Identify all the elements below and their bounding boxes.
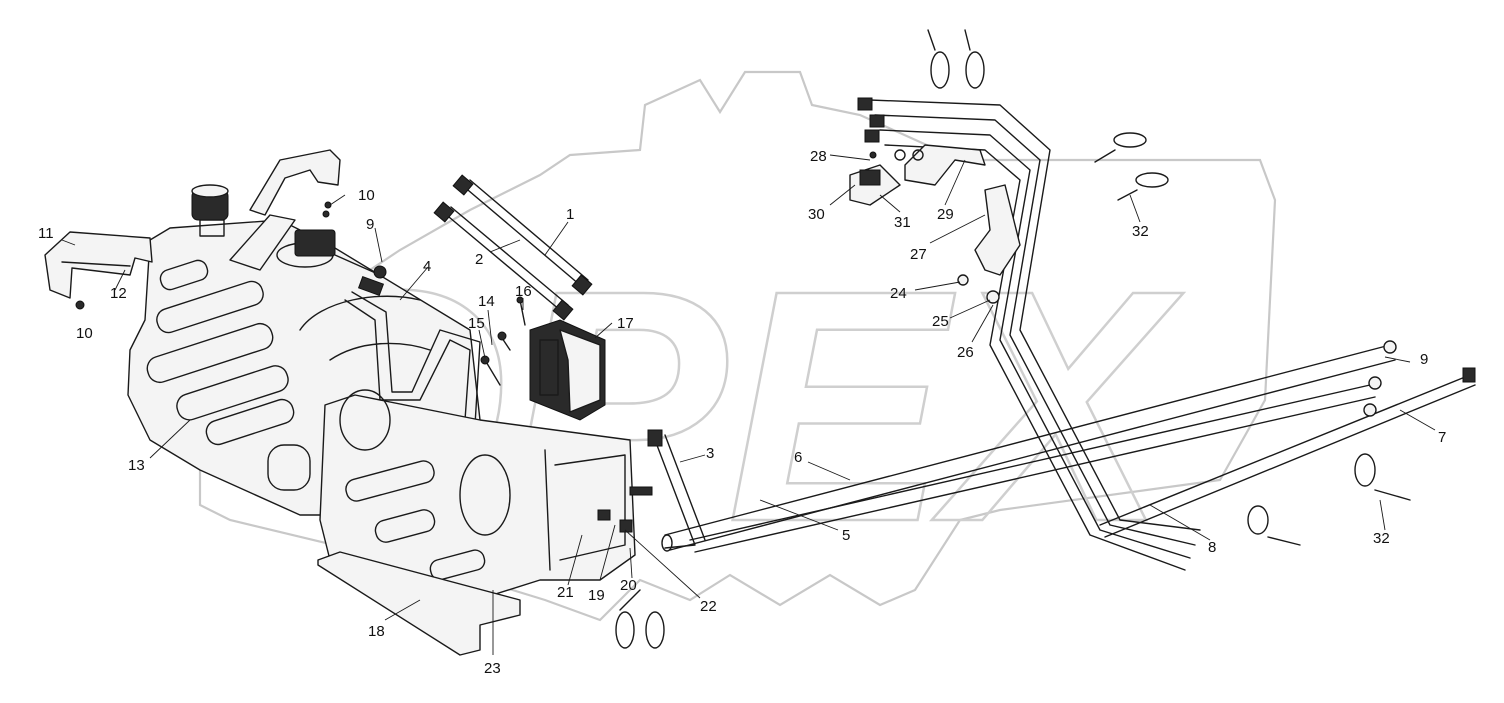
nut-24: [957, 274, 969, 286]
valve-30-31: [849, 164, 901, 206]
hose-1: [452, 174, 593, 296]
callout-labels: 1 2 3 4 5 6 7 8 9 9 10 10 11 12 13 14 15…: [38, 148, 1446, 677]
bracket-23: [319, 389, 653, 611]
tank-handle: [229, 149, 341, 271]
callout-14: 14: [478, 293, 495, 310]
callout-8: 8: [1208, 539, 1216, 556]
clamps-9-right: [1363, 340, 1397, 417]
filter-17: [529, 319, 606, 421]
hose-4: [344, 291, 481, 426]
base-plate-18: [317, 551, 521, 656]
strap-assembly: [44, 231, 153, 310]
pipe-7: [1099, 367, 1476, 538]
callout-32-top: 32: [1132, 223, 1149, 240]
callout-16: 16: [515, 283, 532, 300]
callout-27: 27: [910, 246, 927, 263]
callout-1: 1: [566, 206, 574, 223]
callout-11: 11: [38, 225, 54, 242]
leader-lines: [61, 154, 1436, 655]
bolt-25: [986, 290, 1000, 304]
callout-10-top: 10: [358, 187, 375, 204]
callout-3: 3: [706, 445, 714, 462]
callout-15: 15: [468, 315, 485, 332]
callout-22: 22: [700, 598, 717, 615]
callout-19: 19: [588, 587, 605, 604]
cable-ties: [615, 29, 1411, 649]
pipe-5: [689, 384, 1376, 553]
bracket-27: [974, 184, 1021, 276]
callout-32-bottom: 32: [1373, 530, 1390, 547]
pipe-3: [647, 429, 706, 549]
callout-6: 6: [794, 449, 802, 466]
bracket-29: [904, 144, 986, 186]
callout-9-right: 9: [1420, 351, 1428, 368]
pipe-6: [661, 344, 1396, 552]
callout-29: 29: [937, 206, 954, 223]
callout-31: 31: [894, 214, 911, 231]
callout-10-bottom: 10: [76, 325, 93, 342]
callout-25: 25: [932, 313, 949, 330]
callout-9-left: 9: [366, 216, 374, 233]
callout-28: 28: [810, 148, 827, 165]
callout-5: 5: [842, 527, 850, 544]
callout-26: 26: [957, 344, 974, 361]
hose-2: [433, 201, 574, 321]
bolt-10-left: [75, 300, 85, 310]
callout-23: 23: [484, 660, 501, 677]
callout-30: 30: [808, 206, 825, 223]
callout-17: 17: [617, 315, 634, 332]
callout-13: 13: [128, 457, 145, 474]
callout-20: 20: [620, 577, 637, 594]
callout-24: 24: [890, 285, 907, 302]
callout-21: 21: [557, 584, 574, 601]
callout-4: 4: [423, 258, 431, 275]
callout-2: 2: [475, 251, 483, 268]
studs-14-15-16: [480, 296, 526, 386]
callout-12: 12: [110, 285, 127, 302]
filler-cap: [191, 184, 229, 237]
callout-7: 7: [1438, 429, 1446, 446]
callout-18: 18: [368, 623, 385, 640]
sender-unit: [276, 201, 387, 297]
